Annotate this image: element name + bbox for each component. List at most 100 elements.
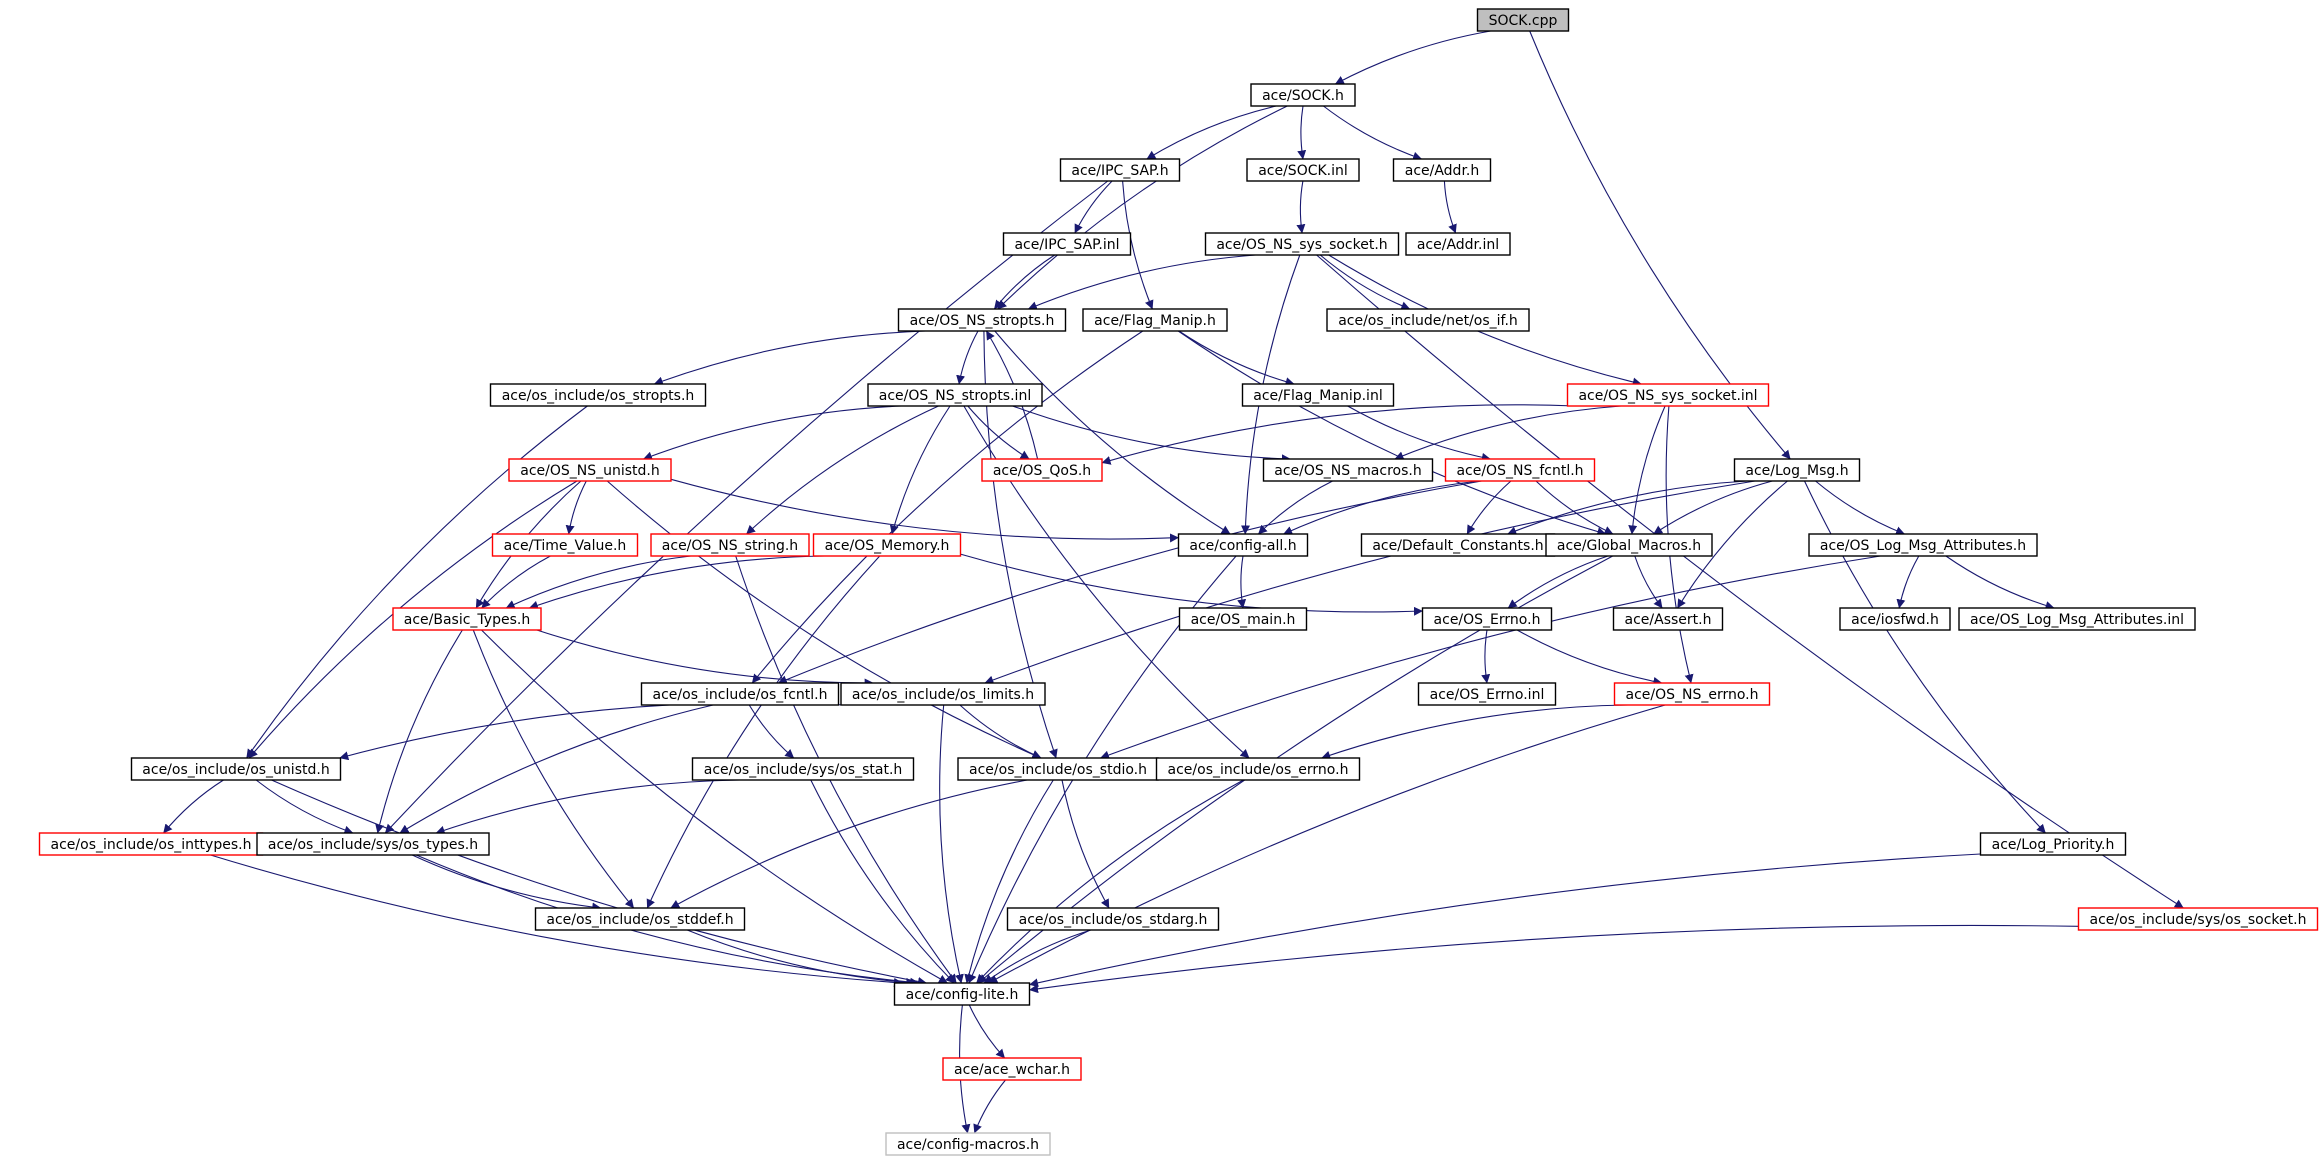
edge-os-stdio-h-to-os-stddef-h bbox=[670, 779, 1028, 909]
node-os-stdarg-h[interactable]: ace/os_include/os_stdarg.h bbox=[1006, 907, 1220, 931]
edge-flag-manip-h-to-global-macros-h bbox=[1177, 330, 1607, 536]
node-sys-os-stat-h[interactable]: ace/os_include/sys/os_stat.h bbox=[691, 757, 915, 781]
node-box bbox=[1006, 907, 1220, 931]
node-os-unistd-h[interactable]: ace/os_include/os_unistd.h bbox=[130, 757, 342, 781]
node-ace-wchar-h[interactable]: ace/ace_wchar.h bbox=[942, 1057, 1082, 1081]
edge-ipc-sap-h-to-flag-manip-h bbox=[1122, 180, 1154, 310]
node-label: ace/OS_main.h bbox=[1191, 612, 1296, 628]
node-label: ace/os_include/os_inttypes.h bbox=[51, 837, 252, 853]
edge-sock-cpp-to-sock-h bbox=[1334, 30, 1491, 85]
node-time-value-h[interactable]: ace/Time_Value.h bbox=[491, 533, 639, 557]
node-net-os-if-h[interactable]: ace/os_include/net/os_if.h bbox=[1326, 308, 1530, 332]
node-box bbox=[1392, 158, 1492, 182]
node-os-limits-h[interactable]: ace/os_include/os_limits.h bbox=[840, 682, 1046, 706]
node-os-log-msg-attributes-h[interactable]: ace/OS_Log_Msg_Attributes.h bbox=[1808, 533, 2038, 557]
node-basic-types-h[interactable]: ace/Basic_Types.h bbox=[392, 607, 542, 631]
node-flag-manip-inl[interactable]: ace/Flag_Manip.inl bbox=[1241, 383, 1395, 407]
node-assert-h[interactable]: ace/Assert.h bbox=[1612, 607, 1724, 631]
node-box bbox=[1444, 458, 1596, 482]
node-ipc-sap-inl[interactable]: ace/IPC_SAP.inl bbox=[1002, 232, 1132, 256]
node-os-stdio-h[interactable]: ace/os_include/os_stdio.h bbox=[957, 757, 1159, 781]
edge-os-fcntl-h-to-sys-os-stat-h bbox=[748, 704, 795, 759]
edge-os-ns-errno-h-to-config-lite-h bbox=[988, 704, 1666, 984]
node-label: ace/config-lite.h bbox=[906, 987, 1019, 1003]
node-os-stropts-h[interactable]: ace/os_include/os_stropts.h bbox=[489, 383, 707, 407]
edge-os-log-msg-attributes-h-to-iosfwd-h bbox=[1896, 555, 1920, 609]
edge-config-all-h-to-os-main-h bbox=[1237, 555, 1247, 609]
node-os-errno-h[interactable]: ace/OS_Errno.h bbox=[1421, 607, 1553, 631]
edge-os-ns-errno-h-to-os-errno-h-inc bbox=[1321, 704, 1629, 760]
node-box bbox=[897, 308, 1067, 332]
node-label: ace/os_include/os_fcntl.h bbox=[653, 687, 828, 703]
node-box bbox=[1733, 458, 1861, 482]
node-ipc-sap-h[interactable]: ace/IPC_SAP.h bbox=[1059, 158, 1181, 182]
node-os-ns-macros-h[interactable]: ace/OS_NS_macros.h bbox=[1262, 458, 1434, 482]
node-label: ace/Addr.inl bbox=[1417, 237, 1499, 253]
node-label: ace/Addr.h bbox=[1405, 163, 1480, 179]
node-addr-inl[interactable]: ace/Addr.inl bbox=[1405, 232, 1511, 256]
edge-log-msg-h-to-os-limits-h bbox=[984, 480, 1756, 685]
node-os-ns-stropts-h[interactable]: ace/OS_NS_stropts.h bbox=[897, 308, 1067, 332]
node-box bbox=[1613, 682, 1771, 706]
node-flag-manip-h[interactable]: ace/Flag_Manip.h bbox=[1082, 308, 1228, 332]
edge-os-ns-sys-socket-inl-to-os-ns-macros-h bbox=[1394, 405, 1622, 460]
node-iosfwd-h[interactable]: ace/iosfwd.h bbox=[1839, 607, 1951, 631]
node-os-ns-errno-h[interactable]: ace/OS_NS_errno.h bbox=[1613, 682, 1771, 706]
node-os-ns-sys-socket-h[interactable]: ace/OS_NS_sys_socket.h bbox=[1204, 232, 1400, 256]
edge-os-log-msg-attributes-h-to-os-stdio-h bbox=[1100, 555, 1881, 760]
edge-os-ns-stropts-h-to-config-all-h bbox=[994, 330, 1231, 535]
node-box bbox=[1545, 533, 1713, 557]
node-box bbox=[489, 383, 707, 407]
node-box bbox=[1082, 308, 1228, 332]
node-global-macros-h[interactable]: ace/Global_Macros.h bbox=[1545, 533, 1713, 557]
edge-os-ns-unistd-h-to-os-stdio-h bbox=[606, 480, 1042, 759]
node-os-errno-h-inc[interactable]: ace/os_include/os_errno.h bbox=[1155, 757, 1361, 781]
dependency-edges bbox=[163, 30, 2184, 1134]
edge-os-memory-h-to-os-errno-h bbox=[960, 553, 1423, 616]
node-os-memory-h[interactable]: ace/OS_Memory.h bbox=[812, 533, 962, 557]
node-sock-cpp[interactable]: SOCK.cpp bbox=[1476, 8, 1570, 32]
edge-os-ns-stropts-h-to-os-ns-stropts-inl bbox=[956, 330, 979, 385]
node-os-ns-fcntl-h[interactable]: ace/OS_NS_fcntl.h bbox=[1444, 458, 1596, 482]
node-config-all-h[interactable]: ace/config-all.h bbox=[1177, 533, 1309, 557]
node-os-inttypes-h[interactable]: ace/os_include/os_inttypes.h bbox=[38, 832, 264, 856]
edge-log-msg-h-to-log-priority-h bbox=[1804, 480, 2046, 834]
node-config-macros-h[interactable]: ace/config-macros.h bbox=[885, 1132, 1051, 1156]
node-sys-os-types-h[interactable]: ace/os_include/sys/os_types.h bbox=[256, 832, 490, 856]
node-os-main-h[interactable]: ace/OS_main.h bbox=[1178, 607, 1308, 631]
edge-os-memory-h-to-basic-types-h bbox=[528, 555, 825, 610]
node-os-ns-sys-socket-inl[interactable]: ace/OS_NS_sys_socket.inl bbox=[1566, 383, 1770, 407]
edge-os-fcntl-h-to-sys-os-types-h bbox=[399, 704, 714, 834]
node-sock-inl[interactable]: ace/SOCK.inl bbox=[1246, 158, 1360, 182]
node-box bbox=[130, 757, 342, 781]
edge-ipc-sap-inl-to-os-ns-stropts-h bbox=[993, 254, 1055, 310]
node-box bbox=[1476, 8, 1570, 32]
node-default-constants-h[interactable]: ace/Default_Constants.h bbox=[1360, 533, 1556, 557]
node-label: ace/os_include/os_stdio.h bbox=[969, 762, 1147, 778]
edge-os-stdio-h-to-config-lite-h bbox=[964, 779, 1054, 984]
node-log-msg-h[interactable]: ace/Log_Msg.h bbox=[1733, 458, 1861, 482]
node-os-fcntl-h[interactable]: ace/os_include/os_fcntl.h bbox=[640, 682, 840, 706]
node-label: ace/Log_Msg.h bbox=[1745, 463, 1848, 479]
node-label: ace/os_include/os_unistd.h bbox=[142, 762, 329, 778]
node-sys-os-socket-h[interactable]: ace/os_include/sys/os_socket.h bbox=[2077, 907, 2319, 931]
node-os-log-msg-attributes-inl[interactable]: ace/OS_Log_Msg_Attributes.inl bbox=[1958, 607, 2196, 631]
node-log-priority-h[interactable]: ace/Log_Priority.h bbox=[1979, 832, 2127, 856]
node-os-errno-inl[interactable]: ace/OS_Errno.inl bbox=[1417, 682, 1557, 706]
node-label: ace/Log_Priority.h bbox=[1992, 837, 2115, 853]
node-label: ace/config-all.h bbox=[1189, 538, 1296, 554]
node-os-ns-unistd-h[interactable]: ace/OS_NS_unistd.h bbox=[508, 458, 672, 482]
node-addr-h[interactable]: ace/Addr.h bbox=[1392, 158, 1492, 182]
node-config-lite-h[interactable]: ace/config-lite.h bbox=[893, 982, 1031, 1006]
node-os-ns-string-h[interactable]: ace/OS_NS_string.h bbox=[650, 533, 810, 557]
edge-os-ns-fcntl-h-to-config-all-h bbox=[1283, 480, 1480, 535]
node-sock-h[interactable]: ace/SOCK.h bbox=[1250, 83, 1356, 107]
edge-os-ns-stropts-inl-to-os-qos-h bbox=[967, 405, 1030, 460]
node-box bbox=[1262, 458, 1434, 482]
node-os-ns-stropts-inl[interactable]: ace/OS_NS_stropts.inl bbox=[867, 383, 1043, 407]
node-box bbox=[885, 1132, 1051, 1156]
node-os-qos-h[interactable]: ace/OS_QoS.h bbox=[981, 458, 1103, 482]
node-os-stddef-h[interactable]: ace/os_include/os_stddef.h bbox=[534, 907, 746, 931]
edge-os-ns-fcntl-h-to-global-macros-h bbox=[1535, 480, 1614, 535]
